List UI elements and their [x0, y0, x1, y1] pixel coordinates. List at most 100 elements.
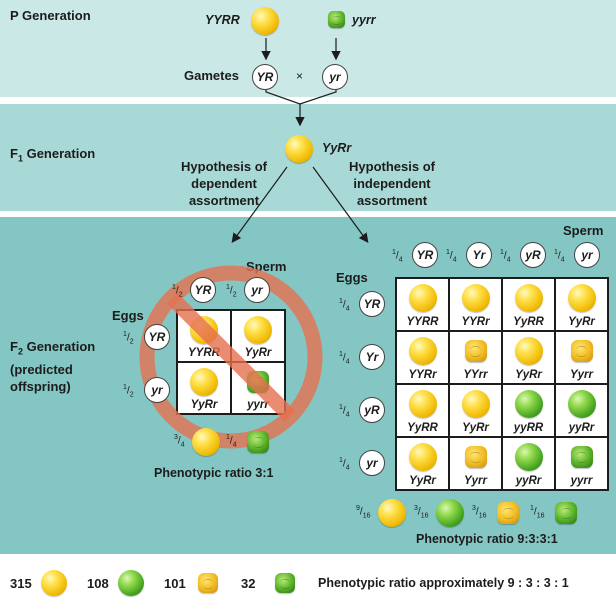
- cell-genotype: YyRr: [190, 399, 218, 411]
- punnett-cell: YyRr: [556, 279, 607, 330]
- fraction-label: 1/2: [123, 384, 134, 399]
- fraction-numerator: 1: [500, 249, 504, 256]
- fraction-denominator: 16: [536, 512, 545, 520]
- f1-label-rest: Generation: [22, 146, 96, 161]
- fraction-numerator: 1: [123, 331, 127, 338]
- green-wrinkled-pea-icon: [275, 573, 295, 593]
- fraction-numerator: 1: [123, 384, 127, 391]
- yellow-wrinkled-pea-icon: [497, 502, 519, 524]
- cell-genotype: YYrr: [463, 369, 488, 381]
- yellow-round-pea-icon: [408, 390, 437, 418]
- cell-genotype: Yyrr: [569, 369, 594, 381]
- yellow-wrinkled-pea-icon: [464, 340, 487, 362]
- yellow-round-pea-icon: [41, 570, 67, 596]
- punnett-cell: YYRr: [397, 332, 448, 383]
- punnett-cell: yyrr: [556, 438, 607, 489]
- yellow-round-pea-icon: [408, 443, 437, 471]
- punnett-cell: YYrr: [450, 332, 501, 383]
- fraction-numerator: 1: [226, 434, 230, 441]
- fraction-denominator: 2: [232, 291, 237, 299]
- dep-sperm-label: Sperm: [246, 259, 287, 274]
- fraction-numerator: 1: [339, 351, 343, 358]
- fraction-numerator: 3: [414, 505, 418, 512]
- fraction-label: 1/4: [226, 434, 237, 449]
- f2-label-rest: Generation: [22, 339, 96, 354]
- cell-genotype: yyrr: [247, 399, 269, 411]
- fraction-label: 3/16: [414, 505, 429, 520]
- yellow-round-pea-icon: [378, 499, 406, 527]
- fraction-denominator: 4: [345, 305, 350, 313]
- fraction-label: 1/4: [500, 249, 511, 264]
- fraction-label: 1/4: [339, 457, 350, 472]
- gamete-circle: yr: [574, 242, 600, 268]
- cell-genotype: yyRr: [568, 422, 595, 434]
- gamete-circle: YR: [412, 242, 438, 268]
- yellow-round-pea-icon: [190, 316, 218, 344]
- f2-label-sub: 2: [17, 346, 23, 357]
- arrow-independent: [312, 166, 369, 243]
- cell-genotype: YyRr: [409, 475, 436, 487]
- cell-genotype: YyRr: [462, 422, 489, 434]
- yellow-wrinkled-pea-icon: [570, 340, 593, 362]
- fraction-denominator: 4: [345, 411, 350, 419]
- yellow-round-pea-icon: [461, 390, 490, 418]
- fraction-denominator: 4: [345, 464, 350, 472]
- ind-sperm-label: Sperm: [563, 223, 604, 238]
- punnett-cell: yyRr: [556, 385, 607, 436]
- observed-count: 108: [87, 576, 109, 591]
- yellow-round-pea-icon: [567, 284, 596, 312]
- punnett-cell: YyRr: [232, 311, 284, 361]
- fraction-label: 1/4: [446, 249, 457, 264]
- fraction-denominator: 4: [398, 256, 403, 264]
- dep-phenotypic-ratio: Phenotypic ratio 3:1: [154, 466, 274, 480]
- f1-generation-label: F1 Generation: [10, 146, 95, 164]
- yellow-round-pea-icon: [408, 337, 437, 365]
- fraction-denominator: 4: [452, 256, 457, 264]
- parent1-genotype: YYRR: [205, 13, 240, 27]
- yellow-round-pea-icon: [408, 284, 437, 312]
- yellow-round-pea-icon: [514, 284, 543, 312]
- punnett-cell: YYRR: [397, 279, 448, 330]
- dep-eggs-label: Eggs: [112, 308, 144, 323]
- fraction-label: 3/16: [472, 505, 487, 520]
- fraction-numerator: 1: [339, 404, 343, 411]
- cross-symbol: ×: [296, 69, 304, 83]
- gamete-circle: YR: [190, 277, 216, 303]
- punnett-cell: yyRR: [503, 385, 554, 436]
- cell-genotype: YyRR: [513, 316, 544, 328]
- fraction-denominator: 4: [560, 256, 565, 264]
- hyp-ind-line2: independent: [353, 176, 431, 191]
- fraction-label: 1/4: [339, 351, 350, 366]
- f2-generation-label: F2 Generation (predicted offspring): [10, 338, 95, 395]
- cell-genotype: yyRR: [513, 422, 544, 434]
- hyp-dep-line1: Hypothesis of: [181, 159, 267, 174]
- fraction-denominator: 4: [232, 441, 237, 449]
- fraction-denominator: 4: [345, 358, 350, 366]
- ind-phenotypic-ratio: Phenotypic ratio 9:3:3:1: [416, 532, 558, 546]
- yellow-round-pea-icon: [285, 135, 313, 163]
- fraction-numerator: 1: [339, 457, 343, 464]
- punnett-cell: YYRR: [178, 311, 230, 361]
- observed-results-band: [0, 554, 616, 600]
- punnett-cell: YyRR: [503, 279, 554, 330]
- gamete-circle: Yr: [359, 344, 385, 370]
- gamete-circle: yR: [520, 242, 546, 268]
- f1-label-f: F: [10, 146, 18, 161]
- fraction-numerator: 1: [226, 284, 230, 291]
- yellow-round-pea-icon: [244, 316, 272, 344]
- f2-label-line3: offspring): [10, 378, 71, 394]
- yellow-round-pea-icon: [190, 368, 218, 396]
- cell-genotype: YYRR: [406, 316, 439, 328]
- observed-count: 315: [10, 576, 32, 591]
- cell-genotype: Yyrr: [463, 475, 488, 487]
- fraction-denominator: 4: [180, 441, 185, 449]
- cell-genotype: YyRr: [244, 347, 272, 359]
- fraction-numerator: 1: [446, 249, 450, 256]
- hypothesis-independent-label: Hypothesis of independent assortment: [336, 158, 448, 209]
- p-generation-label: P Generation: [10, 8, 91, 23]
- fraction-denominator: 4: [506, 256, 511, 264]
- green-wrinkled-pea-icon: [247, 431, 269, 453]
